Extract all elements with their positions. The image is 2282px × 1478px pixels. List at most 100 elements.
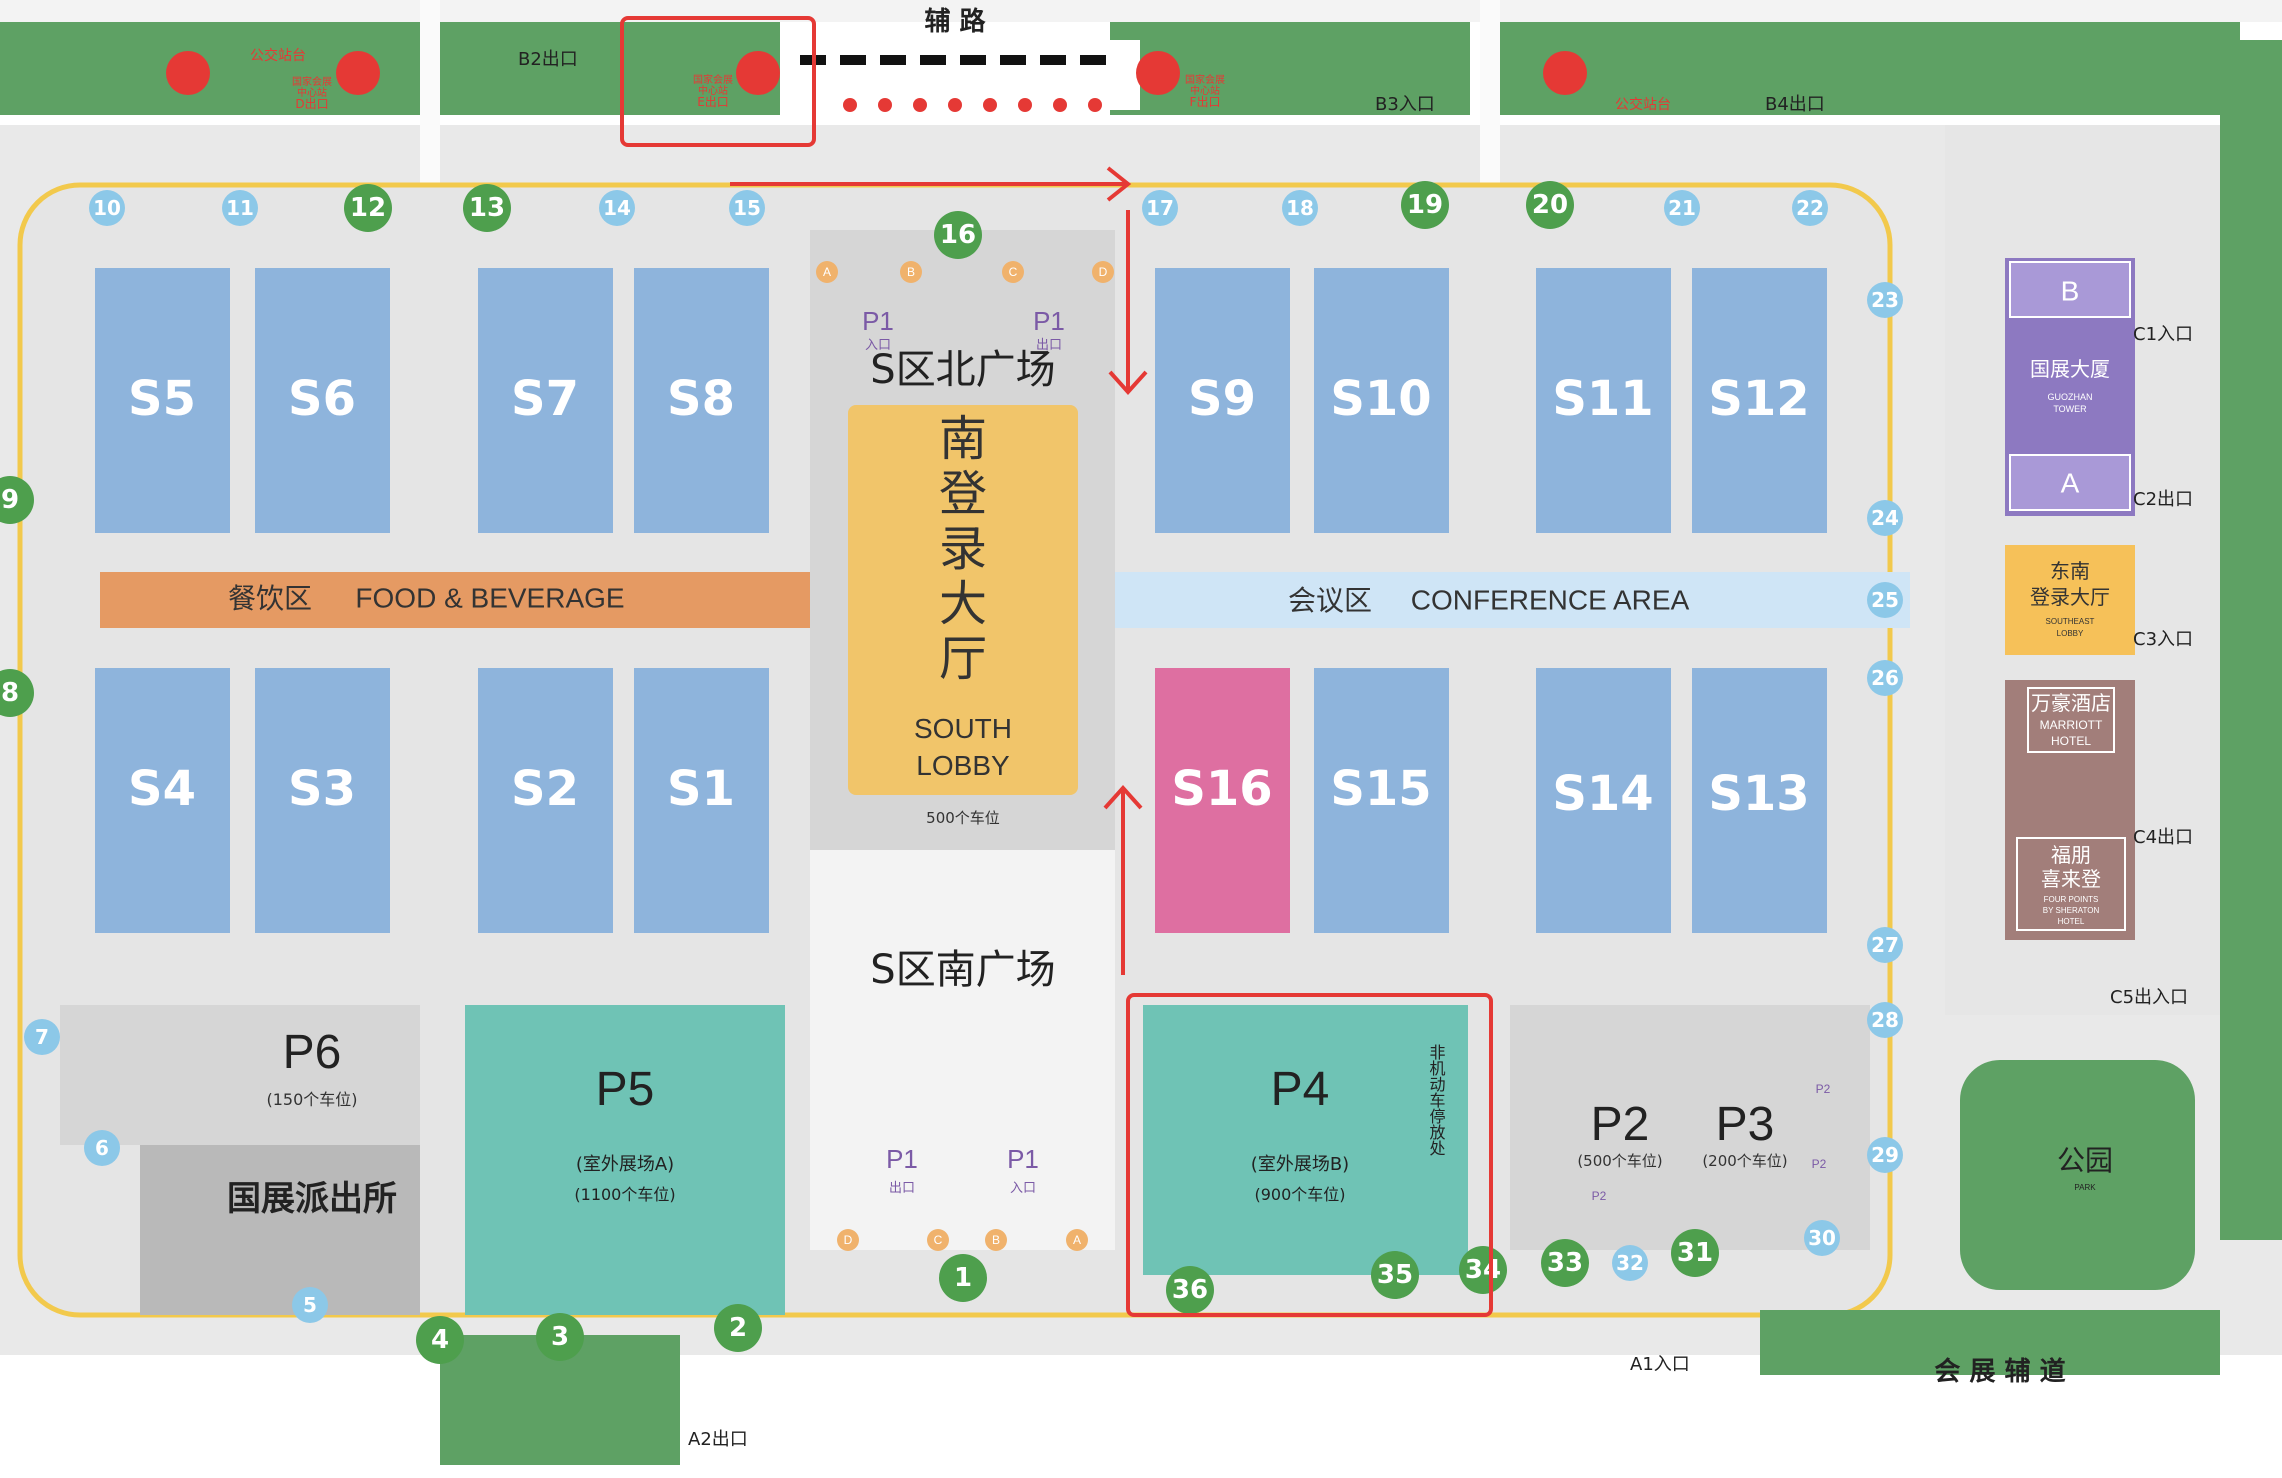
gate-9[interactable]: 9 bbox=[1, 485, 19, 515]
gate-35[interactable]: 35 bbox=[1377, 1260, 1413, 1290]
southeast-lobby[interactable]: 东南 登录大厅 SOUTHEAST LOBBY bbox=[2005, 545, 2135, 655]
sheraton-cn: 福朋 bbox=[2051, 843, 2091, 867]
hall-s8[interactable]: S8 bbox=[634, 268, 769, 533]
marriott-cn: 万豪酒店 bbox=[2031, 691, 2111, 715]
parking-p2-p3[interactable]: P2 (500个车位) P3 (200个车位) bbox=[1510, 1005, 1870, 1250]
entrance-c4: C4出口 bbox=[2133, 827, 2193, 848]
gate-34[interactable]: 34 bbox=[1465, 1255, 1501, 1285]
gate-14[interactable]: 14 bbox=[603, 196, 631, 220]
hall-s9[interactable]: S9 bbox=[1155, 268, 1290, 533]
gate-3[interactable]: 3 bbox=[551, 1322, 569, 1352]
gate-17[interactable]: 17 bbox=[1146, 196, 1174, 220]
gate-12[interactable]: 12 bbox=[350, 193, 386, 223]
hall-s10[interactable]: S10 bbox=[1314, 268, 1449, 533]
gate-21[interactable]: 21 bbox=[1668, 196, 1696, 220]
p2-small-label: P2 bbox=[1816, 1082, 1831, 1096]
gate-11[interactable]: 11 bbox=[226, 196, 254, 220]
gate-2[interactable]: 2 bbox=[729, 1313, 747, 1343]
point-d: D bbox=[1099, 265, 1108, 279]
p4-spaces: (900个车位) bbox=[1254, 1185, 1345, 1204]
parking-p6[interactable]: P6 (150个车位) 国展派出所 bbox=[60, 1005, 420, 1315]
gate-13[interactable]: 13 bbox=[469, 193, 505, 223]
hall-s15[interactable]: S15 bbox=[1314, 668, 1449, 933]
gate-26[interactable]: 26 bbox=[1871, 666, 1899, 690]
gate-36[interactable]: 36 bbox=[1172, 1275, 1208, 1305]
metro-f-label: F出口 bbox=[1190, 95, 1221, 109]
gate-30[interactable]: 30 bbox=[1808, 1226, 1836, 1250]
gate-29[interactable]: 29 bbox=[1871, 1143, 1899, 1167]
metro-icon bbox=[336, 51, 380, 95]
gate-22[interactable]: 22 bbox=[1796, 196, 1824, 220]
hall-s7[interactable]: S7 bbox=[478, 268, 613, 533]
marriott-en: HOTEL bbox=[2051, 734, 2091, 748]
route-arrowhead bbox=[1103, 785, 1143, 810]
gate-32[interactable]: 32 bbox=[1616, 1251, 1644, 1275]
gate-24[interactable]: 24 bbox=[1871, 506, 1899, 530]
food-beverage-area: 餐饮区 FOOD & BEVERAGE bbox=[100, 572, 810, 628]
hall-s12[interactable]: S12 bbox=[1692, 268, 1827, 533]
gate-15[interactable]: 15 bbox=[733, 196, 761, 220]
parking-p4[interactable]: P4 (室外展场B) (900个车位) 非机动车停放处 bbox=[1143, 1005, 1468, 1275]
gate-18[interactable]: 18 bbox=[1286, 196, 1314, 220]
gate-8[interactable]: 8 bbox=[1, 678, 19, 708]
p1-exit-label: 出口 bbox=[889, 1181, 915, 1196]
p2-small-label: P2 bbox=[1812, 1157, 1827, 1171]
guozhan-tower[interactable]: B 国展大厦 GUOZHAN TOWER A bbox=[2005, 258, 2135, 516]
metro-e-label: E出口 bbox=[697, 95, 729, 109]
metro-e-label: 国家会展 bbox=[693, 73, 733, 86]
hall-s2[interactable]: S2 bbox=[478, 668, 613, 933]
metro-d-label: D出口 bbox=[295, 97, 328, 111]
gate-6[interactable]: 6 bbox=[95, 1136, 109, 1160]
sheraton-en: BY SHERATON bbox=[2043, 906, 2100, 915]
svg-text:S4: S4 bbox=[128, 761, 196, 817]
hall-s14[interactable]: S14 bbox=[1536, 668, 1671, 933]
highlight-p4 bbox=[1126, 993, 1493, 1317]
metro-d-label: 国家会展 bbox=[292, 75, 332, 88]
point-b: B bbox=[992, 1233, 1000, 1247]
conference-area-en-label: CONFERENCE AREA bbox=[1411, 584, 1690, 615]
entrance-b3: B3入口 bbox=[1375, 94, 1435, 115]
metro-f-label: 国家会展 bbox=[1185, 73, 1225, 86]
gate-27[interactable]: 27 bbox=[1871, 933, 1899, 957]
hall-s4[interactable]: S4 bbox=[95, 668, 230, 933]
sheraton-cn: 喜来登 bbox=[2041, 867, 2101, 891]
gate-1[interactable]: 1 bbox=[954, 1263, 972, 1293]
hall-s13[interactable]: S13 bbox=[1692, 668, 1827, 933]
sheraton-en: FOUR POINTS bbox=[2044, 895, 2099, 904]
metro-d-label: 中心站 bbox=[297, 86, 327, 99]
road-strip bbox=[420, 0, 440, 240]
conference-area: 会议区 CONFERENCE AREA bbox=[1115, 572, 1910, 628]
hall-s11[interactable]: S11 bbox=[1536, 268, 1671, 533]
entrance-labels: B2出口 B3入口 B4出口 C1入口 C2出口 C3入口 C4出口 C5出入口… bbox=[518, 49, 2193, 1450]
hall-s16[interactable]: S16 bbox=[1155, 668, 1290, 933]
gate-10[interactable]: 10 bbox=[93, 196, 121, 220]
hall-s6[interactable]: S6 bbox=[255, 268, 390, 533]
gate-4[interactable]: 4 bbox=[431, 1325, 449, 1355]
gate-markers: 1 2 3 4 5 6 7 8 9 10 11 12 13 14 15 16 1… bbox=[0, 181, 1903, 1364]
hall-s3[interactable]: S3 bbox=[255, 668, 390, 933]
gate-33[interactable]: 33 bbox=[1547, 1248, 1583, 1278]
marriott-sheraton-hotel[interactable]: 万豪酒店 MARRIOTT HOTEL 福朋 喜来登 FOUR POINTS B… bbox=[2005, 680, 2135, 940]
point-b: B bbox=[907, 265, 915, 279]
top-road: 辅 路 bbox=[780, 6, 1140, 112]
entrance-b4: B4出口 bbox=[1765, 94, 1825, 115]
gate-19[interactable]: 19 bbox=[1407, 190, 1443, 220]
hall-s5[interactable]: S5 bbox=[95, 268, 230, 533]
gate-7[interactable]: 7 bbox=[35, 1025, 49, 1049]
gate-16[interactable]: 16 bbox=[940, 220, 976, 250]
gate-31[interactable]: 31 bbox=[1677, 1238, 1713, 1268]
p4-type: (室外展场B) bbox=[1251, 1154, 1349, 1175]
hall-s1[interactable]: S1 bbox=[634, 668, 769, 933]
gate-23[interactable]: 23 bbox=[1871, 288, 1899, 312]
gate-20[interactable]: 20 bbox=[1532, 190, 1568, 220]
gate-5[interactable]: 5 bbox=[303, 1293, 317, 1317]
entrance-c2: C2出口 bbox=[2133, 489, 2193, 510]
top-green-strip bbox=[0, 0, 2282, 115]
gate-25[interactable]: 25 bbox=[1871, 588, 1899, 612]
gate-28[interactable]: 28 bbox=[1871, 1008, 1899, 1032]
park[interactable]: 公园 PARK bbox=[1960, 1060, 2195, 1290]
parking-p5[interactable]: P5 (室外展场A) (1100个车位) bbox=[465, 1005, 785, 1315]
se-lobby-en: LOBBY bbox=[2057, 629, 2084, 638]
p1-entry-label: 入口 bbox=[1010, 1181, 1036, 1196]
